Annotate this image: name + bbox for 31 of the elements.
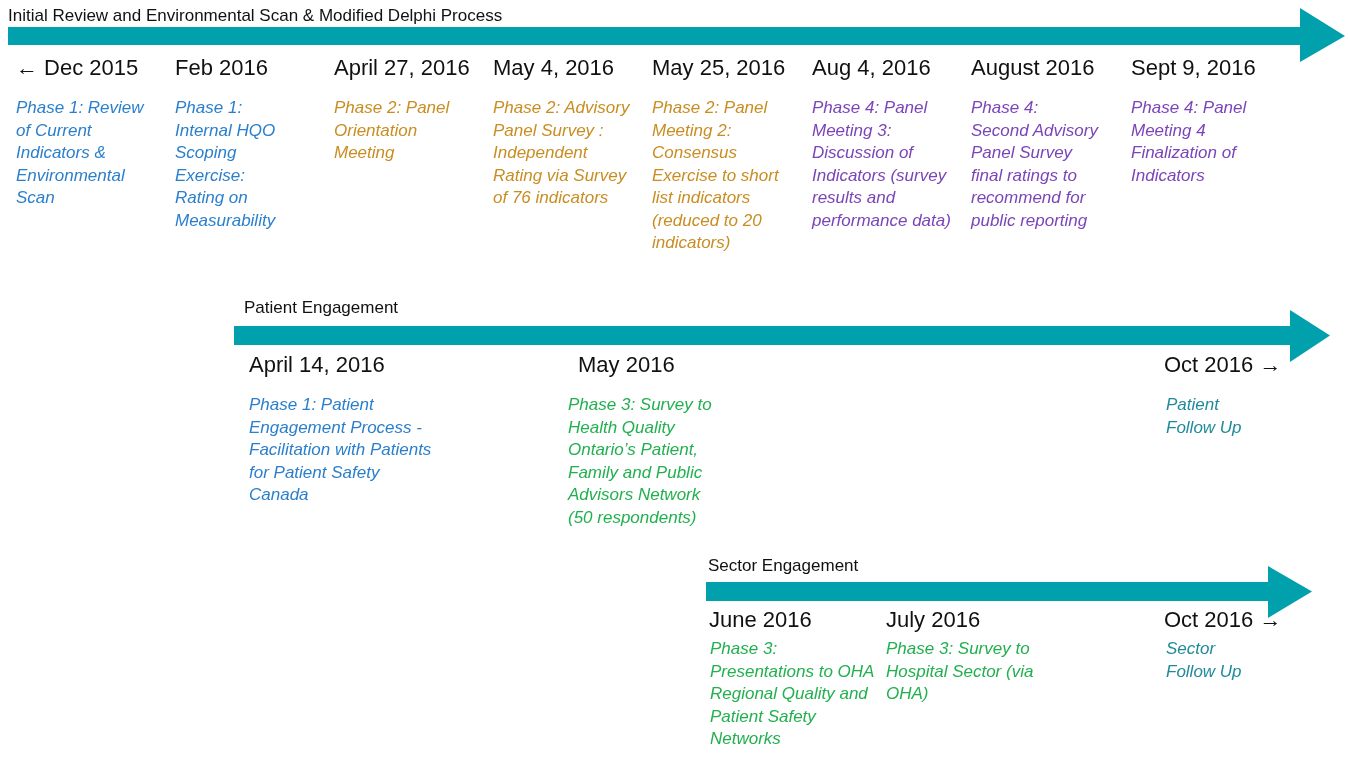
phase-description: Patient Follow Up xyxy=(1166,394,1243,439)
date-label: April 27, 2016 xyxy=(334,55,470,81)
phase-description: Phase 4: Panel Meeting 3: Discussion of Indicators (survey results and performance data) xyxy=(812,97,952,232)
track-heading: Sector Engagement xyxy=(708,556,859,576)
date-label: Oct 2016 → xyxy=(1164,607,1282,633)
phase-description: Phase 3: Presentations to OHA Regional Quality and Patient Safety Networks xyxy=(710,638,875,750)
date-label: June 2016 xyxy=(709,607,812,633)
phase-description: Phase 4: Panel Meeting 4 Finalization of Indicators xyxy=(1131,97,1248,187)
date-label: Feb 2016 xyxy=(175,55,268,81)
phase-description: Phase 1: Patient Engagement Process - Facilitation with Patients for Patient Safety Canada xyxy=(249,394,433,506)
phase-description: Sector Follow Up xyxy=(1166,638,1243,683)
phase-description: Phase 1: Internal HQO Scoping Exercise: Rating on Measurability xyxy=(175,97,277,232)
date-label: August 2016 xyxy=(971,55,1095,81)
phase-description: Phase 1: Review of Current Indicators & Environmental Scan xyxy=(16,97,146,209)
phase-description: Phase 2: Advisory Panel Survey : Independent Rating via Survey of 76 indicators xyxy=(493,97,631,209)
track-heading: Patient Engagement xyxy=(244,298,399,318)
date-label: July 2016 xyxy=(886,607,981,633)
phase-description: Phase 2: Panel Meeting 2: Consensus Exercise to short list indicators (reduced to 20 indicators) xyxy=(652,97,781,254)
phase-description: Phase 2: Panel Orientation Meeting xyxy=(334,97,451,164)
date-label: May 2016 xyxy=(578,352,675,378)
date-label: Oct 2016 → xyxy=(1164,352,1282,378)
date-label: April 14, 2016 xyxy=(249,352,385,378)
track-heading: Initial Review and Environmental Scan & Modified Delphi Process xyxy=(8,6,503,26)
date-label: Aug 4, 2016 xyxy=(812,55,931,81)
phase-description: Phase 3: Survey to Health Quality Ontario’s Patient, Family and Public Advisors Network (50 respondents) xyxy=(568,394,713,529)
date-label: Sept 9, 2016 xyxy=(1131,55,1256,81)
date-label: ← Dec 2015 xyxy=(16,55,139,81)
phase-description: Phase 3: Survey to Hospital Sector (via OHA) xyxy=(886,638,1035,705)
phase-description: Phase 4: Second Advisory Panel Survey final ratings to recommend for public reporting xyxy=(971,97,1099,232)
date-label: May 4, 2016 xyxy=(493,55,615,81)
date-label: May 25, 2016 xyxy=(652,55,786,81)
